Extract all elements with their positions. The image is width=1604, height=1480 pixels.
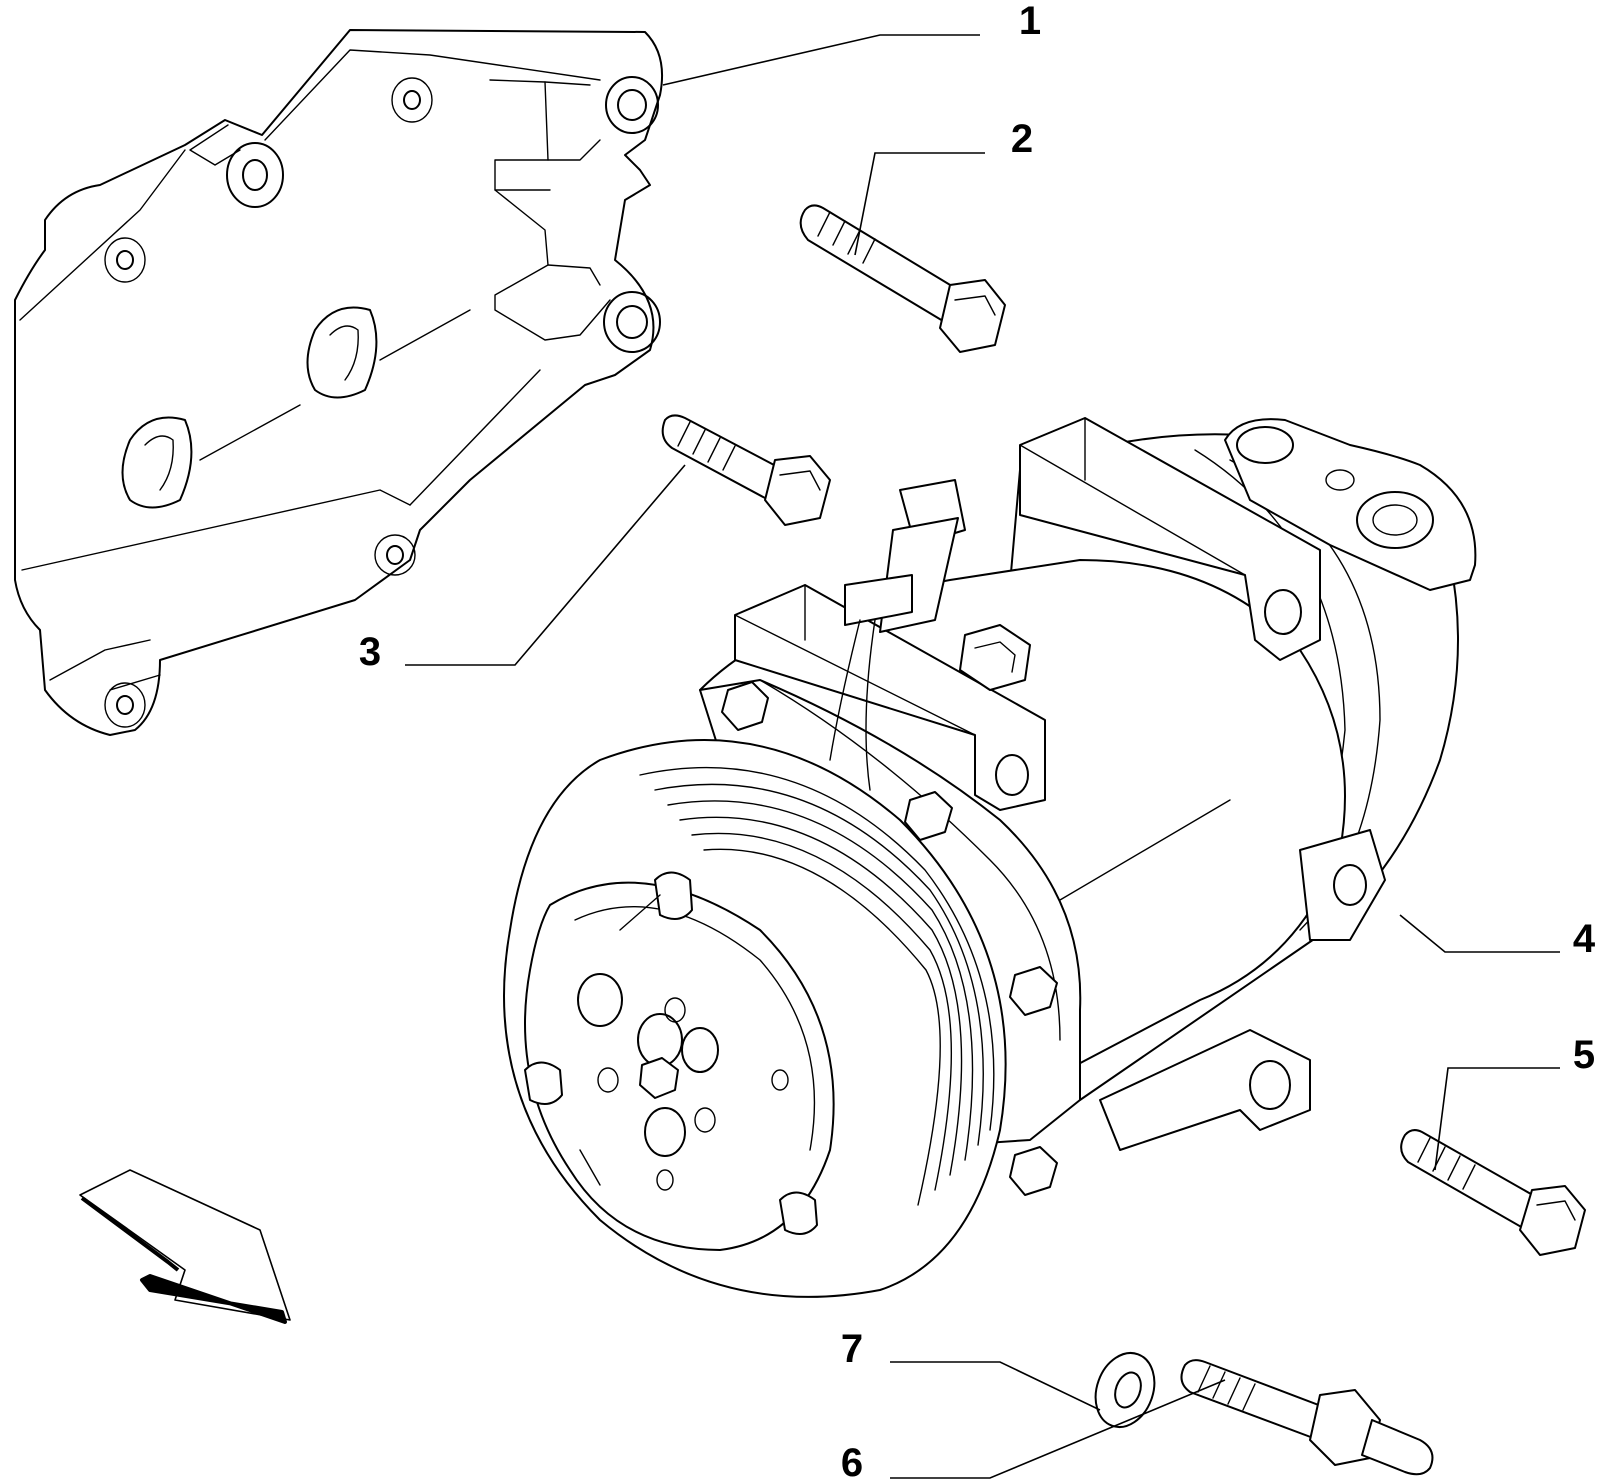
callout-5: 5 (1573, 1033, 1595, 1077)
washer-part-7 (1094, 1352, 1156, 1428)
leader-lines (405, 34, 1560, 1479)
callout-6: 6 (841, 1441, 863, 1480)
mounting-bracket (14, 29, 664, 736)
bolt-part-3 (661, 414, 831, 526)
leader-1 (662, 34, 980, 86)
callout-2: 2 (1011, 117, 1033, 161)
bolt-part-5 (1400, 1129, 1586, 1256)
arrow-icon (79, 1169, 291, 1324)
leader-6 (890, 1379, 1226, 1479)
leader-3 (405, 464, 686, 666)
callout-7: 7 (841, 1327, 863, 1371)
leader-7 (890, 1361, 1101, 1411)
leader-4 (1399, 914, 1560, 953)
leader-5 (1434, 1067, 1560, 1171)
bolt-part-2 (799, 204, 1006, 353)
callout-3: 3 (359, 630, 381, 674)
leader-2 (854, 152, 985, 256)
callout-4: 4 (1573, 917, 1596, 961)
stud-part-6 (1180, 1359, 1434, 1476)
ac-compressor (503, 417, 1477, 1298)
callout-1: 1 (1019, 0, 1041, 43)
callouts: 1 2 3 4 5 6 7 (359, 0, 1596, 1480)
